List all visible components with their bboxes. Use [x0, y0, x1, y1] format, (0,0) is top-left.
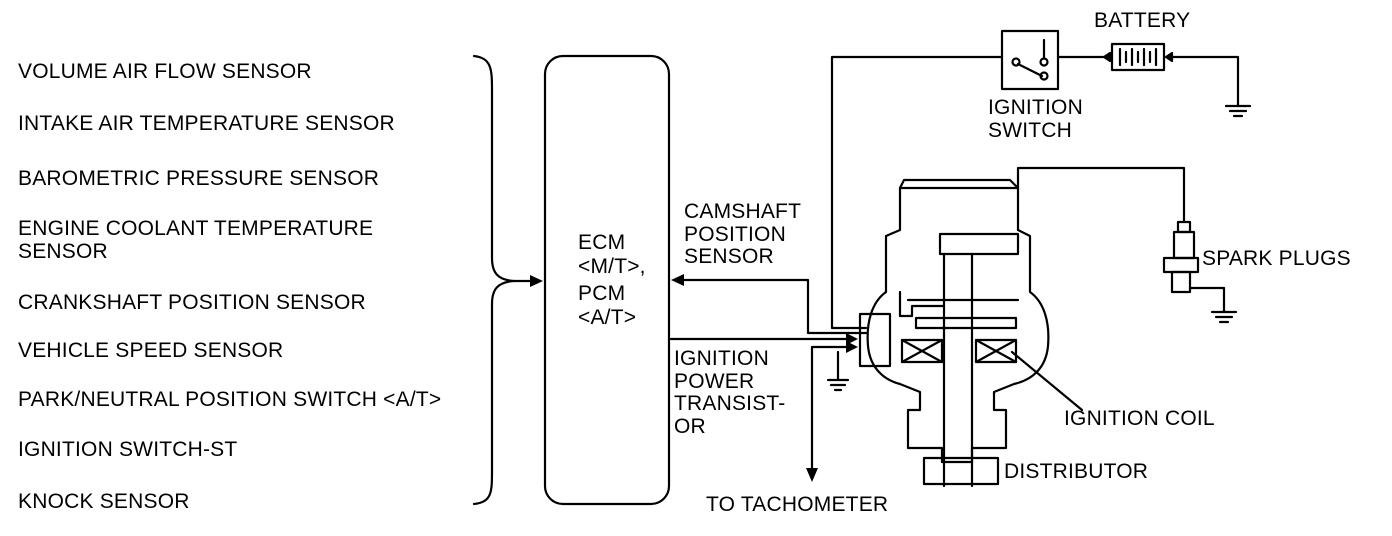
input-label-iat: INTAKE AIR TEMPERATURE SENSOR — [18, 112, 395, 135]
input-label-knock: KNOCK SENSOR — [18, 490, 190, 513]
ignition-switch-box — [1000, 29, 1060, 91]
spark-plugs-label: SPARK PLUGS — [1202, 247, 1351, 270]
tachometer-label: TO TACHOMETER — [706, 493, 889, 516]
controller-line-4: <A/T> — [578, 306, 637, 329]
spark-plug-hex — [1162, 256, 1200, 274]
ignition-switch-label: IGNITION SWITCH — [988, 96, 1083, 142]
coil-right — [974, 338, 1018, 364]
input-brace — [472, 54, 516, 506]
input-label-vaf: VOLUME AIR FLOW SENSOR — [18, 60, 312, 83]
input-label-baro: BAROMETRIC PRESSURE SENSOR — [18, 167, 380, 190]
controller-line-1: ECM — [578, 231, 626, 254]
coil-left — [900, 338, 944, 364]
power-transistor-label: IGNITION POWER TRANSIST- OR — [674, 347, 786, 439]
tachometer-arrowhead — [806, 468, 818, 482]
controller-line-2: <M/T>, — [578, 255, 646, 278]
power-transistor-arrowhead-1 — [846, 333, 858, 345]
spark-plug-wire — [1016, 166, 1186, 224]
input-label-ect: ENGINE COOLANT TEMPERATURE SENSOR — [18, 217, 374, 263]
controller-line-3: PCM — [578, 282, 626, 305]
input-label-ckp: CRANKSHAFT POSITION SENSOR — [18, 291, 366, 314]
distributor-label: DISTRIBUTOR — [1004, 460, 1149, 483]
distributor-body — [866, 186, 1050, 464]
power-transistor-module — [858, 312, 892, 368]
camshaft-arrowhead — [671, 274, 684, 286]
camshaft-signal-line — [678, 278, 868, 335]
ignition-coil-leader — [1010, 350, 1084, 412]
input-label-ign-st: IGNITION SWITCH-ST — [18, 438, 238, 461]
input-arrowhead — [530, 275, 543, 287]
camshaft-sensor-label: CAMSHAFT POSITION SENSOR — [684, 200, 801, 269]
ignition-coil-label: IGNITION COIL — [1064, 407, 1215, 430]
power-transistor-line-2 — [810, 345, 856, 472]
distributor-base — [922, 456, 1000, 486]
input-label-pnp: PARK/NEUTRAL POSITION SWITCH <A/T> — [18, 388, 442, 411]
battery-box — [1110, 42, 1166, 72]
spark-plug-tip — [1176, 220, 1192, 234]
battery-label: BATTERY — [1094, 9, 1191, 32]
switch-feed-wire — [830, 55, 1004, 330]
controller-box — [543, 54, 671, 506]
rotor — [938, 232, 1020, 256]
input-label-vss: VEHICLE SPEED SENSOR — [18, 339, 284, 362]
power-transistor-arrowhead-2 — [846, 341, 858, 353]
